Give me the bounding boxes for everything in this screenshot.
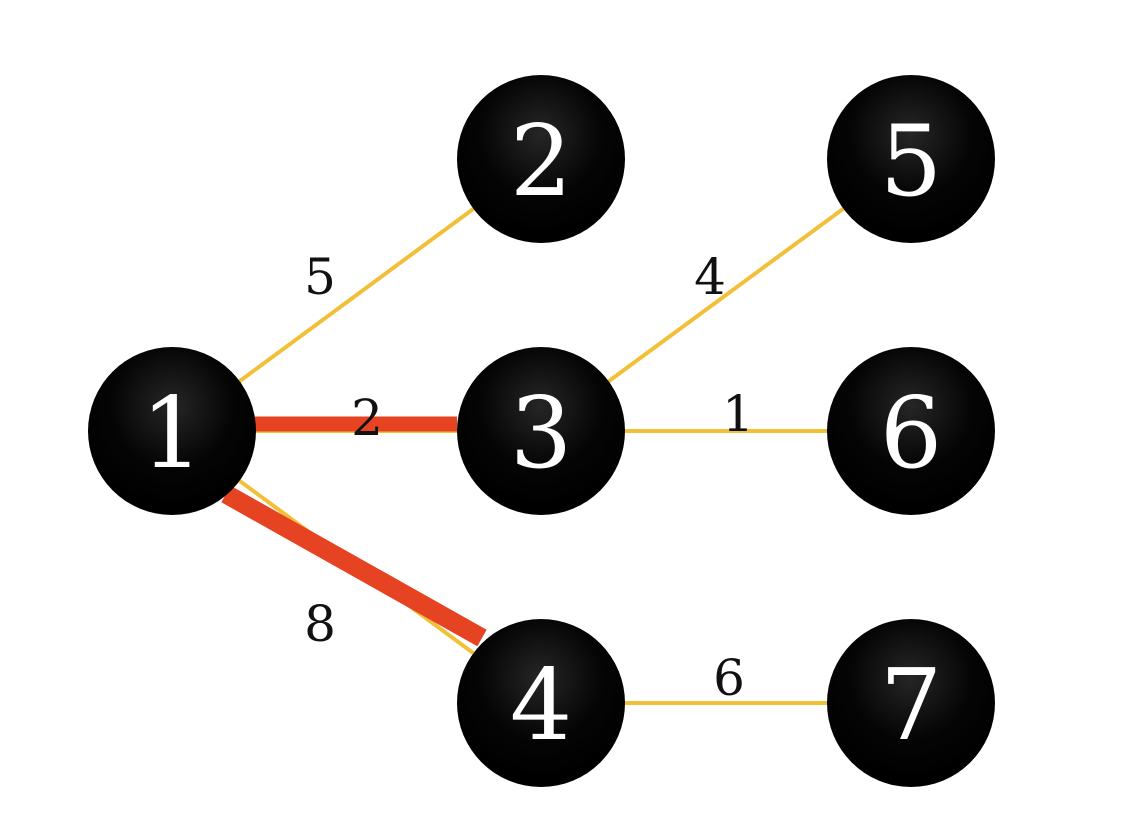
node-circle-3 [457,347,625,515]
edge-weight-1-2: 5 [304,248,336,306]
node-circle-1 [88,347,256,515]
node-5: 5 [827,75,995,243]
node-circle-4 [457,619,625,787]
highlighted-edge-1-4 [221,485,487,647]
edge-weight-1-4: 8 [304,595,336,653]
edge-weight-3-5: 4 [694,248,726,306]
edge-weight-1-3: 2 [351,389,383,447]
node-label-5: 5 [880,105,942,219]
node-1: 1 [88,347,256,515]
node-4: 4 [457,619,625,787]
weights-layer: 5 2 8 4 1 6 [304,248,754,707]
node-6: 6 [827,347,995,515]
node-3: 3 [457,347,625,515]
node-label-1: 1 [141,377,203,491]
node-circle-2 [457,75,625,243]
node-7: 7 [827,619,995,787]
highlight-layer [221,416,487,647]
edge-weight-4-7: 6 [713,649,745,707]
node-2: 2 [457,75,625,243]
node-circle-5 [827,75,995,243]
node-label-2: 2 [510,105,572,219]
node-circle-6 [827,347,995,515]
node-label-4: 4 [510,649,572,763]
edge-weight-3-6: 1 [722,385,754,443]
node-label-3: 3 [510,377,572,491]
node-label-6: 6 [880,377,942,491]
node-label-7: 7 [880,649,942,763]
nodes-layer: 1 2 3 4 5 6 7 [88,75,995,787]
node-circle-7 [827,619,995,787]
